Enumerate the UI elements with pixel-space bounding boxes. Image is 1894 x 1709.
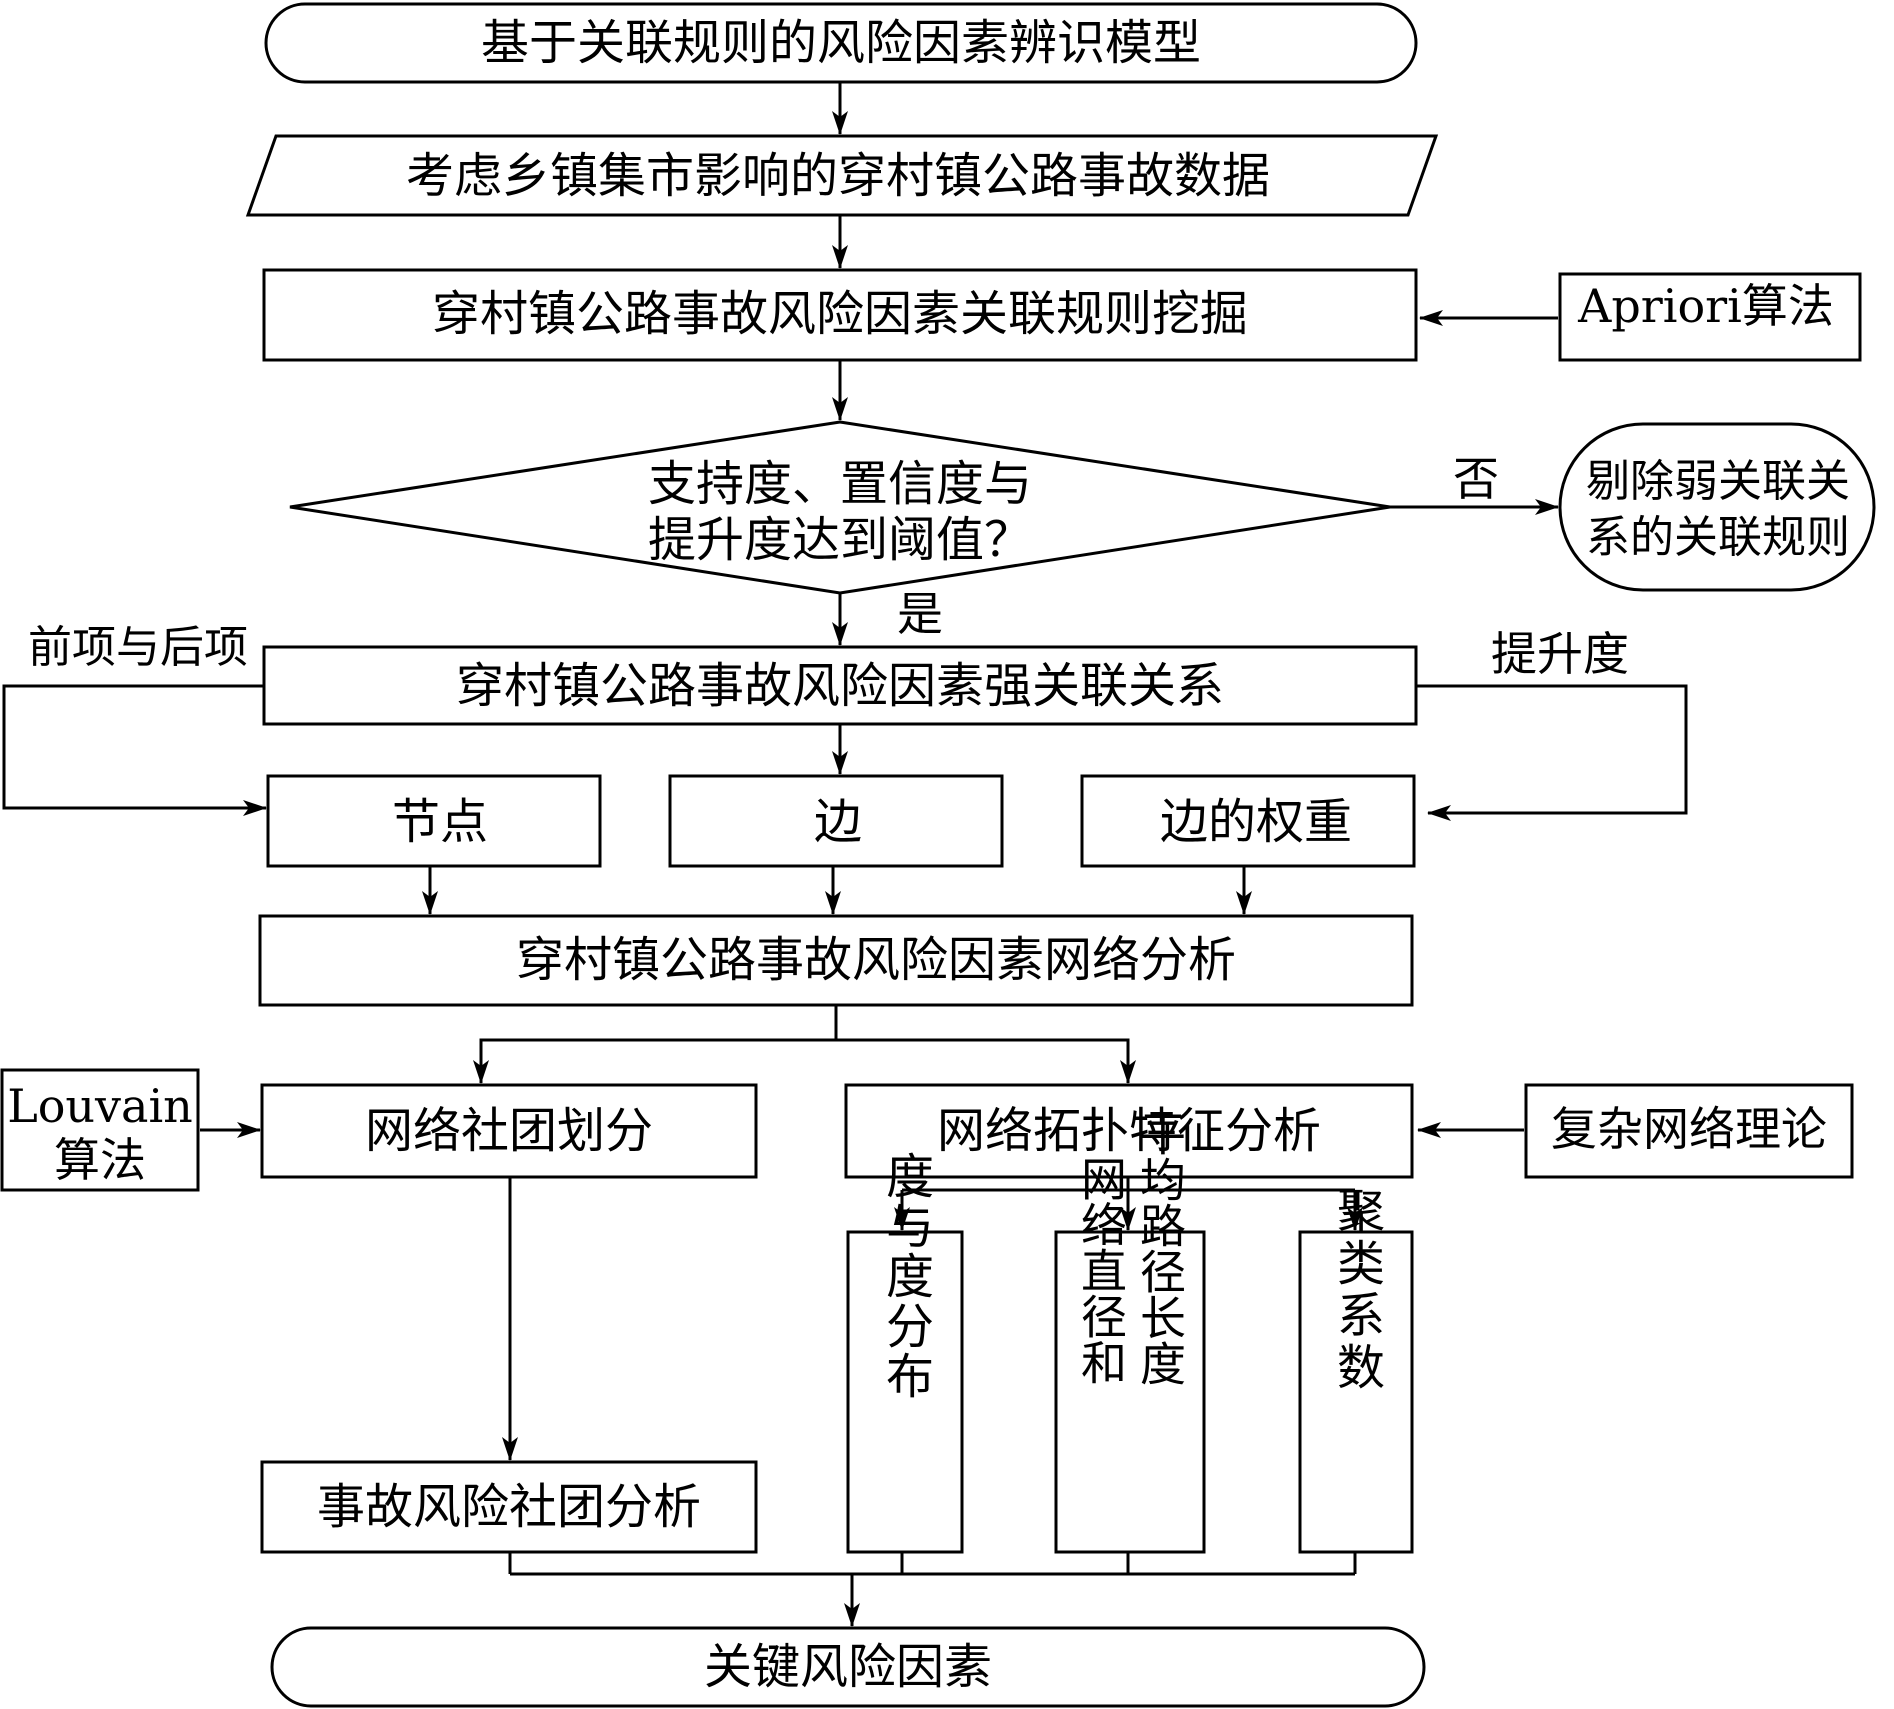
network-label: 穿村镇公路事故风险因素网络分析 <box>516 932 1236 988</box>
louvain-line2: 算法 <box>54 1133 146 1187</box>
community-label: 网络社团划分 <box>365 1103 653 1159</box>
decision-diamond: 支持度、置信度与 提升度达到阈值？ <box>289 420 1391 595</box>
start-terminal: 基于关联规则的风险因素辨识模型 <box>264 2 1418 84</box>
community-analysis-label: 事故风险社团分析 <box>317 1479 701 1535</box>
node-label: 节点 <box>392 794 488 850</box>
decision-line1: 支持度、置信度与 <box>648 456 1032 512</box>
topology-box: 网络拓扑特征分析 <box>844 1083 1414 1179</box>
connectors <box>2 82 1688 1627</box>
antecedent-label: 前项与后项 <box>28 622 248 673</box>
node-box: 节点 <box>266 774 602 868</box>
clustering-label: 聚类系数 <box>1328 1186 1384 1394</box>
end-terminal: 关键风险因素 <box>270 1626 1426 1708</box>
lift-label: 提升度 <box>1491 627 1629 681</box>
end-label: 关键风险因素 <box>704 1639 992 1695</box>
strong-label: 穿村镇公路事故风险因素强关联关系 <box>456 658 1224 714</box>
community-analysis-box: 事故风险社团分析 <box>260 1460 758 1554</box>
decision-line2: 提升度达到阈值？ <box>648 512 1032 568</box>
data-label: 考虑乡镇集市影响的穿村镇公路事故数据 <box>406 148 1270 204</box>
yes-label: 是 <box>897 587 943 641</box>
start-label: 基于关联规则的风险因素辨识模型 <box>481 15 1201 71</box>
louvain-box: Louvain 算法 <box>0 1068 200 1192</box>
diameter-col2: 平均路径长度 <box>1133 1110 1187 1386</box>
degree-box: 度与度分布 <box>846 1151 964 1554</box>
mining-box: 穿村镇公路事故风险因素关联规则挖掘 <box>262 268 1418 362</box>
reject-line1: 剔除弱关联关 <box>1586 456 1850 507</box>
arrow-network-to-topology <box>836 1038 1136 1084</box>
edge-box: 边 <box>668 774 1004 868</box>
clustering-box: 聚类系数 <box>1298 1186 1414 1554</box>
diameter-box: 网络直径和 平均路径长度 <box>1054 1110 1206 1554</box>
arrow-network-to-community <box>473 1038 836 1084</box>
apriori-label: Apriori算法 <box>1577 279 1834 333</box>
degree-label: 度与度分布 <box>877 1151 933 1401</box>
apriori-box: Apriori算法 <box>1558 272 1862 362</box>
arrow-strong-to-node <box>2 684 267 816</box>
arrow-strong-to-weight <box>1416 684 1688 821</box>
diameter-col1: 网络直径和 <box>1074 1155 1128 1385</box>
topology-label: 网络拓扑特征分析 <box>937 1103 1321 1159</box>
data-input: 考虑乡镇集市影响的穿村镇公路事故数据 <box>245 134 1439 217</box>
community-box: 网络社团划分 <box>260 1083 758 1179</box>
reject-terminal: 剔除弱关联关 系的关联规则 <box>1558 422 1876 592</box>
louvain-line1: Louvain <box>7 1079 193 1133</box>
network-box: 穿村镇公路事故风险因素网络分析 <box>258 914 1414 1007</box>
reject-line2: 系的关联规则 <box>1586 512 1850 563</box>
mining-label: 穿村镇公路事故风险因素关联规则挖掘 <box>432 286 1248 342</box>
edge-label: 边 <box>814 794 862 850</box>
strong-box: 穿村镇公路事故风险因素强关联关系 <box>262 645 1418 726</box>
complex-label: 复杂网络理论 <box>1551 1102 1827 1156</box>
weight-label: 边的权重 <box>1160 794 1352 850</box>
no-label: 否 <box>1453 452 1499 506</box>
weight-box: 边的权重 <box>1080 774 1416 868</box>
complex-box: 复杂网络理论 <box>1524 1083 1854 1179</box>
